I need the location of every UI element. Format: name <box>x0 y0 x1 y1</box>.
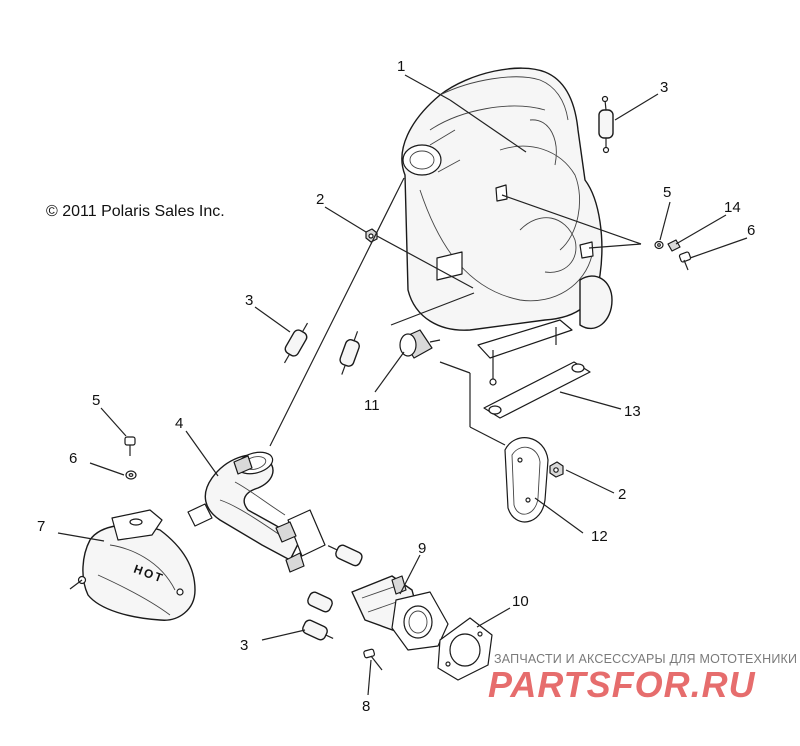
callout-11: 11 <box>364 397 380 414</box>
callout-8: 8 <box>362 698 370 715</box>
callout-5-left: 5 <box>92 392 100 409</box>
manifold-connector <box>351 575 449 651</box>
callout-5-right: 5 <box>663 184 671 201</box>
spring-top-right <box>598 95 614 154</box>
watermark-tagline: ЗАПЧАСТИ И АКСЕССУАРЫ ДЛЯ МОТОТЕХНИКИ <box>494 652 798 666</box>
spring-lower-3 <box>302 619 334 641</box>
callout-10: 10 <box>512 593 529 610</box>
gasket-oval <box>504 437 549 523</box>
copyright-notice: © 2011 Polaris Sales Inc. <box>46 203 225 220</box>
callout-12: 12 <box>591 528 608 545</box>
callout-3-bottom: 3 <box>240 637 248 654</box>
washer-left <box>125 470 137 480</box>
callout-4: 4 <box>175 415 183 432</box>
callout-numbers: 1 3 2 5 14 6 3 11 13 5 4 6 2 7 12 9 10 3… <box>37 58 755 715</box>
bolt-left <box>124 436 136 456</box>
callout-3-top: 3 <box>660 79 668 96</box>
washer-right <box>654 240 664 250</box>
callout-14: 14 <box>724 199 741 216</box>
spring-middle-right <box>339 331 360 375</box>
bolt-right <box>678 251 692 271</box>
nut-lower <box>549 461 564 478</box>
head-pipe <box>187 451 326 573</box>
spring-middle-left <box>283 322 309 364</box>
spring-lower-1 <box>327 544 363 567</box>
clip-right <box>667 239 681 252</box>
nut-upper <box>365 228 378 243</box>
callout-3-middle: 3 <box>245 292 253 309</box>
stud-bolt <box>363 648 383 671</box>
watermark-logo: PARTSFOR.RU <box>488 664 756 705</box>
muffler <box>401 67 613 386</box>
heat-shield: HOT <box>77 509 196 621</box>
isolator <box>399 329 441 359</box>
spring-lower-2 <box>307 591 333 613</box>
callout-2-bottom: 2 <box>618 486 626 503</box>
callout-9: 9 <box>418 540 426 557</box>
flange-gasket <box>437 617 493 681</box>
callout-6-left: 6 <box>69 450 77 467</box>
callout-2-top: 2 <box>316 191 324 208</box>
callout-13: 13 <box>624 403 641 420</box>
callout-7: 7 <box>37 518 45 535</box>
bracket-plate <box>483 361 591 419</box>
callout-1: 1 <box>397 58 405 75</box>
callout-6-right: 6 <box>747 222 755 239</box>
leader-lines <box>57 74 748 696</box>
